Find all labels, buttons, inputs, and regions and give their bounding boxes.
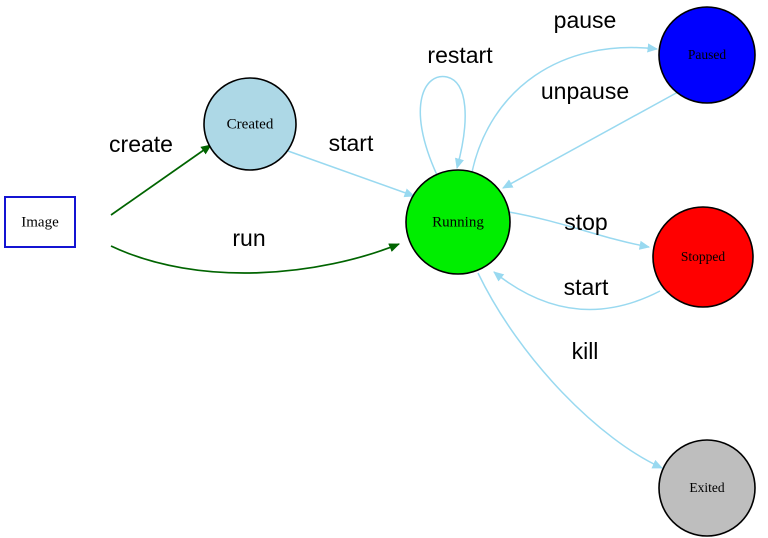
node-image-label: Image (21, 214, 59, 230)
edge-run-path[interactable] (110, 243, 401, 274)
node-paused[interactable]: Paused (658, 6, 756, 104)
node-paused-label: Paused (688, 47, 726, 62)
edge-kill-path[interactable] (477, 272, 663, 469)
node-stopped-circle[interactable] (652, 206, 754, 308)
edge-restart-path[interactable] (419, 75, 466, 176)
node-running[interactable]: Running (405, 169, 511, 275)
edge-unpause-path[interactable] (502, 91, 679, 189)
node-created[interactable]: Created (203, 77, 297, 171)
edge-label-kill: kill (572, 338, 599, 364)
edge-label-start-created: start (329, 130, 374, 156)
edge-start-created-path[interactable] (287, 150, 415, 198)
edge-label-start-stopped: start (564, 274, 609, 300)
node-exited-circle[interactable] (658, 439, 756, 537)
edge-pause-path[interactable] (471, 43, 659, 173)
edges-layer (110, 43, 679, 469)
node-created-circle[interactable] (203, 77, 297, 171)
node-running-label: Running (432, 214, 484, 230)
nodes-layer: Image Created Running Paused Stopped Exi (4, 6, 756, 537)
node-image[interactable]: Image (4, 196, 76, 248)
edge-label-pause: pause (554, 7, 617, 33)
edge-start-stopped-path[interactable] (493, 271, 661, 311)
edge-label-restart: restart (427, 42, 493, 68)
node-image-rect[interactable] (4, 196, 76, 248)
edge-label-unpause: unpause (541, 78, 629, 104)
node-exited[interactable]: Exited (658, 439, 756, 537)
node-exited-label: Exited (689, 480, 724, 495)
node-created-label: Created (227, 116, 274, 132)
edge-label-run: run (232, 225, 265, 251)
edge-create-path[interactable] (110, 144, 212, 216)
edge-labels-layer: create run start restart pause unpause s… (109, 7, 629, 364)
edge-label-create: create (109, 131, 173, 157)
node-stopped-label: Stopped (681, 249, 726, 264)
node-stopped[interactable]: Stopped (652, 206, 754, 308)
node-running-circle[interactable] (405, 169, 511, 275)
node-paused-circle[interactable] (658, 6, 756, 104)
edge-label-stop: stop (564, 209, 607, 235)
edge-stop-path[interactable] (508, 211, 651, 250)
